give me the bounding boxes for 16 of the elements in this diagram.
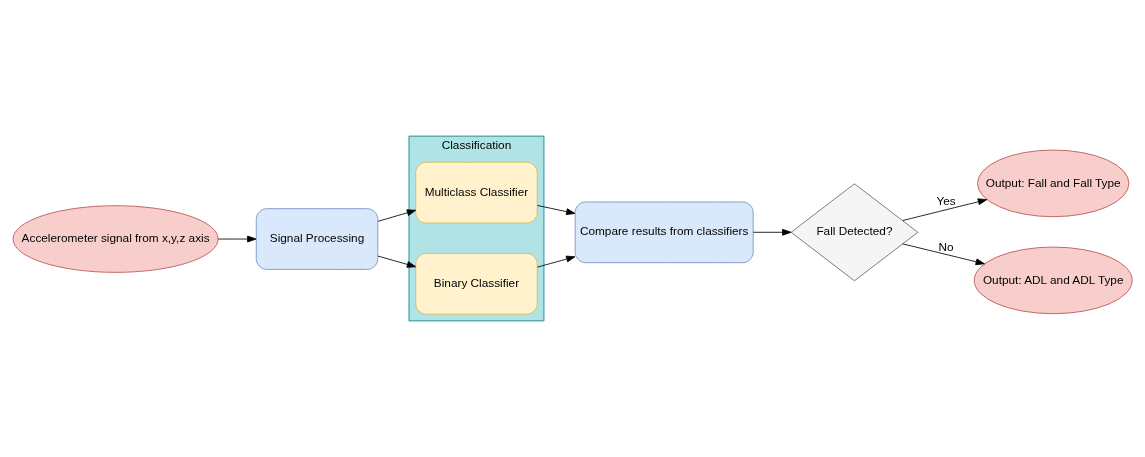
node-box: Signal Processing	[255, 208, 379, 270]
arrow	[537, 205, 576, 215]
node-box: Binary Classifier	[415, 252, 538, 315]
arrow	[902, 243, 985, 266]
edge-label: Yes	[936, 193, 956, 208]
edge-label: No	[938, 240, 954, 255]
arrow	[217, 235, 257, 243]
arrow	[377, 255, 417, 268]
node-box: Multiclass Classifier	[415, 161, 538, 224]
arrow	[377, 209, 417, 222]
arrow	[902, 198, 988, 221]
node-ellipse: Accelerometer signal from x,y,z axis	[12, 205, 219, 273]
arrow	[752, 228, 792, 236]
node-box: Compare results from classifiers	[574, 201, 754, 264]
arrow	[537, 255, 576, 268]
node-diamond: Fall Detected?	[790, 183, 919, 282]
